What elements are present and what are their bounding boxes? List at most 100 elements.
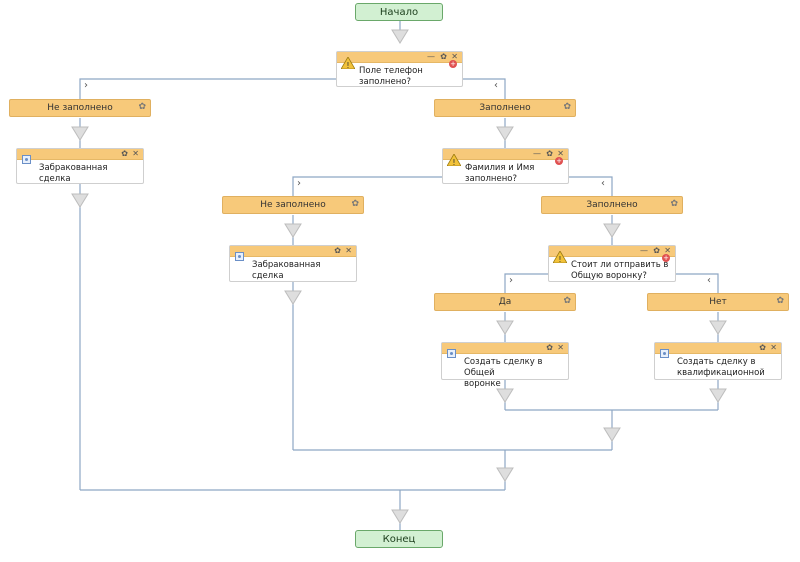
condition-line: Общую воронку?: [571, 271, 647, 281]
action-text: Создать сделку в квалификационной: [655, 354, 781, 379]
gear-icon[interactable]: ✿: [121, 149, 128, 158]
merge-arrow-icon: [284, 223, 302, 238]
end-node[interactable]: Конец: [355, 530, 443, 548]
condition-header: — ✿ ✕: [443, 149, 568, 160]
condition-line: Стоит ли отправить в: [571, 260, 669, 270]
action-line: воронке: [464, 379, 501, 389]
condition-text: Стоит ли отправить в Общую воронку?: [549, 257, 675, 282]
gear-icon[interactable]: ✿: [670, 199, 678, 209]
merge-arrow-icon: [496, 320, 514, 335]
action-header: ✿ ✕: [230, 246, 356, 257]
action-icon: [235, 252, 244, 261]
start-node[interactable]: Начало: [355, 3, 443, 21]
action-text: Забракованная сделка: [230, 257, 356, 282]
action-node[interactable]: ✿ ✕ Создать сделку в квалификационной: [654, 342, 782, 380]
action-node[interactable]: ✿ ✕ Создать сделку в Общей воронке: [441, 342, 569, 389]
gear-icon[interactable]: ✿: [563, 102, 571, 112]
chevron-right-icon: ›: [84, 80, 88, 91]
minimize-icon[interactable]: —: [427, 52, 435, 61]
action-header: ✿ ✕: [17, 149, 143, 160]
gear-icon[interactable]: ✿: [759, 343, 766, 352]
branch-header[interactable]: Не заполнено ✿: [222, 196, 364, 214]
merge-arrow-icon: [603, 223, 621, 238]
condition-header: — ✿ ✕: [549, 246, 675, 257]
chevron-left-icon: ‹: [494, 80, 498, 91]
condition-node[interactable]: — ✿ ✕ ! Поле телефон заполнено? +: [336, 51, 463, 87]
branch-header[interactable]: Заполнено ✿: [434, 99, 576, 117]
branch-label: Заполнено: [479, 103, 531, 113]
merge-arrow-icon: [71, 126, 89, 141]
branch-header[interactable]: Нет ✿: [647, 293, 789, 311]
action-text: Создать сделку в Общей воронке: [442, 354, 568, 390]
merge-arrow-icon: [603, 427, 621, 442]
svg-text:!: !: [558, 255, 561, 263]
merge-arrow-icon: [709, 320, 727, 335]
condition-node[interactable]: — ✿ ✕ ! Фамилия и Имя заполнено? +: [442, 148, 569, 184]
minimize-icon[interactable]: —: [533, 149, 541, 158]
condition-text: Фамилия и Имя заполнено?: [443, 160, 568, 185]
gear-icon[interactable]: ✿: [563, 296, 571, 306]
end-label: Конец: [382, 533, 416, 545]
condition-header: — ✿ ✕: [337, 52, 462, 63]
gear-icon[interactable]: ✿: [653, 246, 660, 255]
merge-arrow-icon: [496, 467, 514, 482]
condition-line: заполнено?: [465, 174, 517, 184]
svg-text:!: !: [452, 158, 455, 166]
condition-line: Поле телефон: [359, 66, 423, 76]
merge-arrow-icon: [391, 29, 409, 44]
gear-icon[interactable]: ✿: [776, 296, 784, 306]
close-icon[interactable]: ✕: [557, 343, 564, 352]
merge-arrow-icon: [496, 388, 514, 403]
minimize-icon[interactable]: —: [640, 246, 648, 255]
action-icon: [660, 349, 669, 358]
branch-header[interactable]: Да ✿: [434, 293, 576, 311]
action-line: квалификационной: [677, 368, 765, 378]
branch-header[interactable]: Заполнено ✿: [541, 196, 683, 214]
add-icon[interactable]: +: [555, 157, 563, 165]
gear-icon[interactable]: ✿: [440, 52, 447, 61]
gear-icon[interactable]: ✿: [546, 149, 553, 158]
action-line: Создать сделку в Общей: [464, 357, 543, 378]
merge-arrow-icon: [391, 509, 409, 524]
action-header: ✿ ✕: [442, 343, 568, 354]
action-text: Забракованная сделка: [17, 160, 143, 185]
branch-label: Да: [498, 297, 512, 307]
branch-label: Не заполнено: [47, 103, 113, 113]
warning-condition-icon: !: [553, 251, 567, 263]
warning-condition-icon: !: [447, 154, 461, 166]
chevron-right-icon: ›: [509, 275, 513, 286]
action-icon: [447, 349, 456, 358]
branch-label: Заполнено: [586, 200, 638, 210]
gear-icon[interactable]: ✿: [138, 102, 146, 112]
gear-icon[interactable]: ✿: [546, 343, 553, 352]
close-icon[interactable]: ✕: [664, 246, 671, 255]
merge-arrow-icon: [284, 290, 302, 305]
action-line: Забракованная сделка: [252, 260, 321, 281]
close-icon[interactable]: ✕: [132, 149, 139, 158]
chevron-left-icon: ‹: [707, 275, 711, 286]
branch-label: Нет: [709, 297, 727, 307]
gear-icon[interactable]: ✿: [334, 246, 341, 255]
action-node[interactable]: ✿ ✕ Забракованная сделка: [16, 148, 144, 184]
add-icon[interactable]: +: [449, 60, 457, 68]
add-icon[interactable]: +: [662, 254, 670, 262]
close-icon[interactable]: ✕: [451, 52, 458, 61]
warning-condition-icon: !: [341, 57, 355, 69]
action-icon: [22, 155, 31, 164]
close-icon[interactable]: ✕: [770, 343, 777, 352]
condition-node[interactable]: — ✿ ✕ ! Стоит ли отправить в Общую ворон…: [548, 245, 676, 282]
svg-text:!: !: [346, 61, 349, 69]
chevron-left-icon: ‹: [601, 178, 605, 189]
close-icon[interactable]: ✕: [557, 149, 564, 158]
gear-icon[interactable]: ✿: [351, 199, 359, 209]
branch-label: Не заполнено: [260, 200, 326, 210]
condition-line: заполнено?: [359, 77, 411, 87]
condition-line: Фамилия и Имя: [465, 163, 535, 173]
merge-arrow-icon: [496, 126, 514, 141]
branch-header[interactable]: Не заполнено ✿: [9, 99, 151, 117]
action-header: ✿ ✕: [655, 343, 781, 354]
close-icon[interactable]: ✕: [345, 246, 352, 255]
action-node[interactable]: ✿ ✕ Забракованная сделка: [229, 245, 357, 282]
